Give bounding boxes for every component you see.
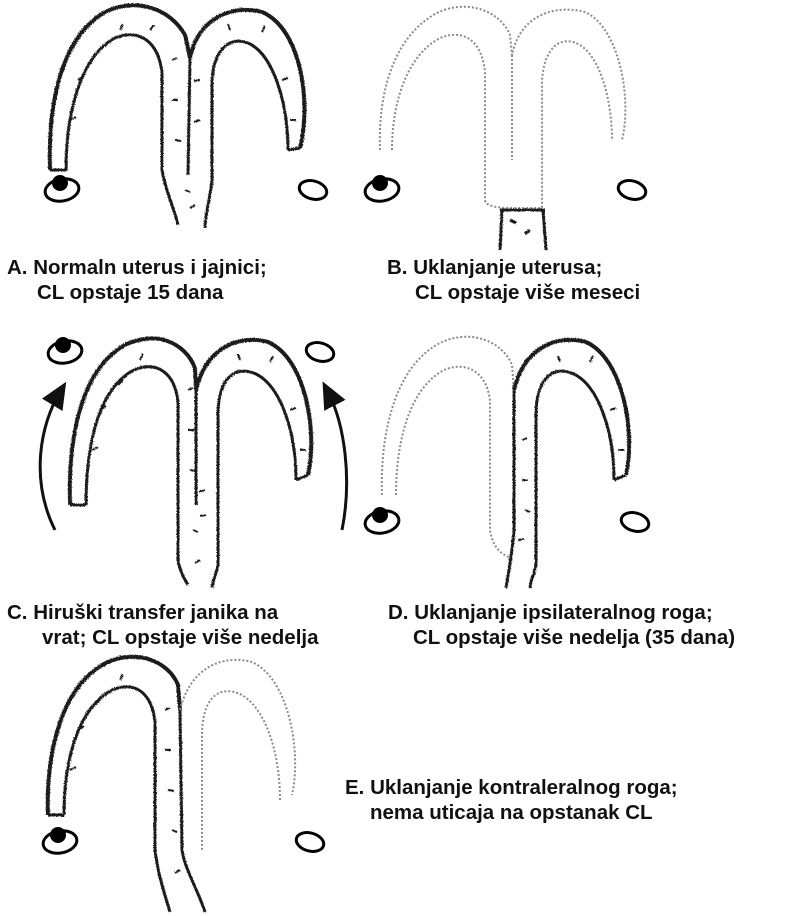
transfer-arrow-right [328, 392, 347, 530]
left-horn-inner [66, 35, 178, 225]
panel-d [360, 330, 680, 592]
contralateral-horn-removed-diagram [0, 650, 340, 916]
panel-c [0, 330, 370, 592]
caption-d-line1: D. Uklanjanje ipsilateralnog roga; [388, 600, 735, 625]
corpus-luteum-icon [55, 337, 71, 353]
panel-e [0, 650, 340, 916]
ovary-transfer-diagram [0, 330, 370, 592]
right-ovary [294, 830, 326, 855]
caption-b: B. Uklanjanje uterusa; CL opstaje više m… [387, 255, 640, 305]
removed-left-horn-outline [382, 337, 514, 558]
caption-a: A. Normaln uterus i jajnici; CL opstaje … [7, 255, 267, 305]
caption-c-line2: vrat; CL opstaje više nedelja [7, 625, 318, 650]
caption-b-line2: CL opstaje više meseci [387, 280, 640, 305]
caption-e: E. Uklanjanje kontraleralnog roga; nema … [345, 775, 678, 825]
uterus-removed-diagram [360, 0, 660, 250]
uterus-normal-diagram [0, 0, 360, 235]
corpus-luteum-icon [372, 175, 388, 191]
panel-b [360, 0, 660, 250]
right-horn-inner [205, 41, 288, 228]
right-ovary [619, 510, 651, 535]
removed-right-horn-outline [180, 660, 295, 850]
caption-a-line2: CL opstaje 15 dana [7, 280, 267, 305]
caption-d-line2: CL opstaje više nedelja (35 dana) [388, 625, 735, 650]
left-horn-outer [50, 5, 305, 170]
right-ovary [304, 340, 336, 365]
caption-d: D. Uklanjanje ipsilateralnog roga; CL op… [388, 600, 735, 650]
corpus-luteum-icon [372, 507, 388, 523]
cervix-stump [500, 210, 546, 250]
transfer-arrow-left [40, 392, 60, 530]
removed-uterus-outline [380, 7, 626, 208]
horn-tip-right [288, 148, 300, 150]
septum [188, 58, 190, 175]
caption-c: C. Hiruški transfer janika na vrat; CL o… [7, 600, 318, 650]
right-ovary [616, 178, 648, 203]
corpus-luteum-icon [50, 827, 66, 843]
caption-c-line1: C. Hiruški transfer janika na [7, 600, 318, 625]
ipsilateral-horn-removed-diagram [360, 330, 680, 592]
caption-b-line1: B. Uklanjanje uterusa; [387, 255, 640, 280]
panel-a [0, 0, 360, 235]
caption-a-line1: A. Normaln uterus i jajnici; [7, 255, 267, 280]
caption-e-line1: E. Uklanjanje kontraleralnog roga; [345, 775, 678, 800]
right-ovary [297, 178, 329, 203]
corpus-luteum-icon [52, 175, 68, 191]
caption-e-line2: nema uticaja na opstanak CL [345, 800, 678, 825]
